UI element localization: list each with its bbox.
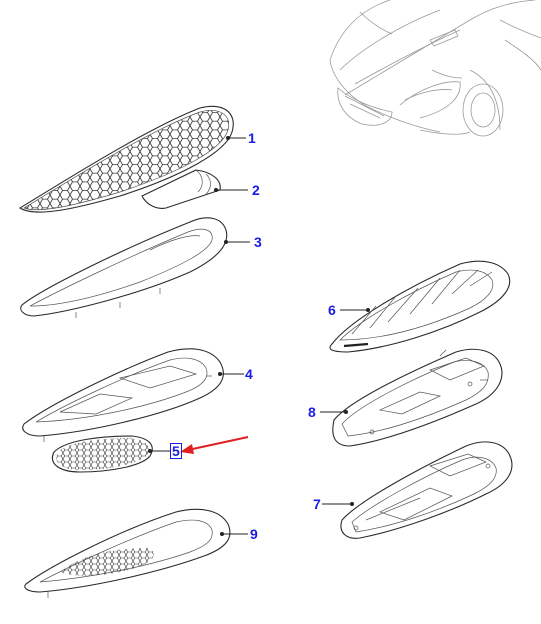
callout-8[interactable]: 8 [308, 404, 316, 420]
part-1-mesh-grille[interactable] [18, 100, 240, 220]
leader-lines [148, 136, 370, 536]
part-8-frame[interactable] [332, 348, 503, 447]
callout-2[interactable]: 2 [252, 182, 260, 198]
car-front-icon [329, 0, 541, 137]
callout-4[interactable]: 4 [245, 366, 253, 382]
callout-1[interactable]: 1 [248, 130, 256, 146]
part-4-bezel[interactable] [22, 348, 224, 442]
part-6-louvre[interactable] [329, 260, 511, 353]
callout-6[interactable]: 6 [328, 302, 336, 318]
part-3-vent-cover[interactable] [20, 217, 228, 318]
callout-5[interactable]: 5 [170, 443, 182, 459]
callout-7[interactable]: 7 [313, 496, 321, 512]
callout-3[interactable]: 3 [254, 234, 262, 250]
part-9-bezel-with-mesh[interactable] [24, 508, 231, 598]
part-7-base-plate[interactable] [340, 441, 513, 539]
part-5-small-mesh[interactable] [50, 432, 160, 476]
red-arrow-icon [180, 436, 249, 454]
callout-9[interactable]: 9 [250, 526, 258, 542]
